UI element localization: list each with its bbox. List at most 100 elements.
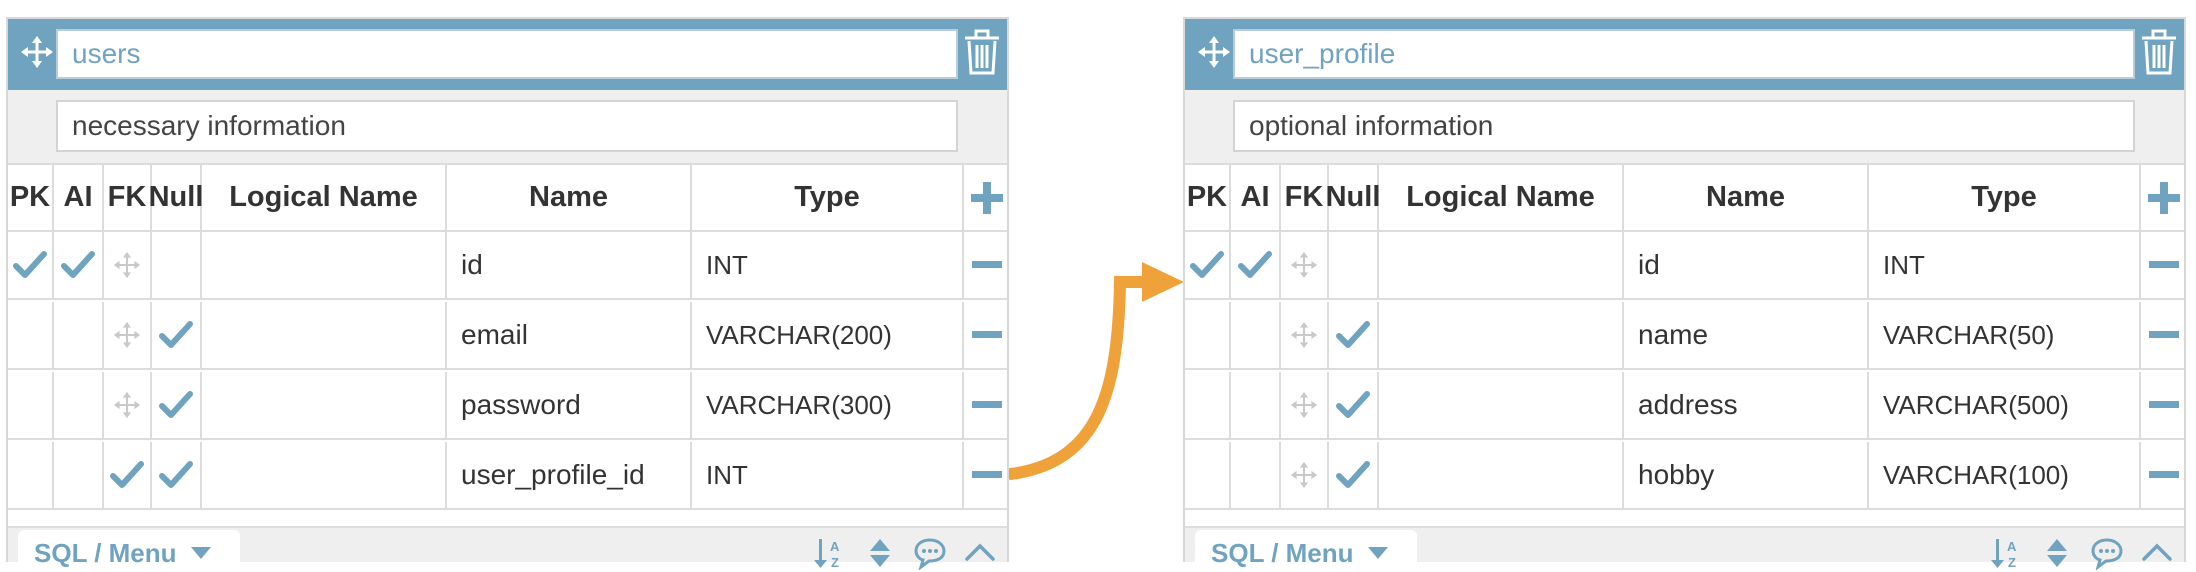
- ai-toggle[interactable]: [54, 372, 104, 438]
- pk-toggle[interactable]: [8, 442, 54, 508]
- fk-toggle[interactable]: [104, 302, 152, 368]
- column-name-cell[interactable]: address: [1624, 372, 1869, 438]
- trash-icon[interactable]: [2140, 29, 2178, 75]
- pk-toggle[interactable]: [1185, 302, 1231, 368]
- move-icon[interactable]: [20, 35, 54, 69]
- trash-icon[interactable]: [963, 29, 1001, 75]
- fk-toggle[interactable]: [104, 232, 152, 298]
- table-card-user-profile[interactable]: PK AI FK Null Logical Name Name Type idI…: [1183, 17, 2186, 572]
- table-name-input[interactable]: [1233, 29, 2135, 79]
- null-toggle[interactable]: [152, 372, 202, 438]
- up-down-icon[interactable]: [863, 536, 897, 570]
- logical-name-cell[interactable]: [202, 232, 447, 298]
- plus-icon[interactable]: [969, 180, 1005, 216]
- null-toggle[interactable]: [1329, 372, 1379, 438]
- fk-toggle[interactable]: [1281, 232, 1329, 298]
- minus-icon[interactable]: [971, 330, 1002, 340]
- ai-toggle[interactable]: [54, 302, 104, 368]
- plus-icon[interactable]: [2146, 180, 2182, 216]
- logical-name-cell[interactable]: [1379, 442, 1624, 508]
- remove-column-cell[interactable]: [2141, 232, 2186, 298]
- minus-icon[interactable]: [971, 470, 1002, 480]
- table-comment-input[interactable]: [56, 100, 958, 152]
- null-toggle[interactable]: [152, 302, 202, 368]
- column-type-cell[interactable]: VARCHAR(500): [1869, 372, 2141, 438]
- ai-toggle[interactable]: [1231, 372, 1281, 438]
- remove-column-cell[interactable]: [964, 302, 1009, 368]
- logical-name-cell[interactable]: [202, 302, 447, 368]
- column-name-cell[interactable]: password: [447, 372, 692, 438]
- remove-column-cell[interactable]: [2141, 302, 2186, 368]
- pk-toggle[interactable]: [8, 232, 54, 298]
- table-comment-input[interactable]: [1233, 100, 2135, 152]
- logical-name-cell[interactable]: [202, 442, 447, 508]
- logical-name-cell[interactable]: [202, 372, 447, 438]
- minus-icon[interactable]: [971, 400, 1002, 410]
- null-toggle[interactable]: [1329, 302, 1379, 368]
- sql-menu-button[interactable]: SQL / Menu: [1195, 530, 1417, 572]
- column-type-cell[interactable]: INT: [692, 232, 964, 298]
- up-down-icon[interactable]: [2040, 536, 2074, 570]
- pk-toggle[interactable]: [1185, 442, 1231, 508]
- pk-toggle[interactable]: [8, 302, 54, 368]
- logical-name-cell[interactable]: [1379, 232, 1624, 298]
- minus-icon[interactable]: [2148, 260, 2179, 270]
- column-name-cell[interactable]: user_profile_id: [447, 442, 692, 508]
- minus-icon[interactable]: [2148, 330, 2179, 340]
- null-toggle[interactable]: [1329, 442, 1379, 508]
- remove-column-cell[interactable]: [964, 372, 1009, 438]
- column-type-cell[interactable]: INT: [1869, 232, 2141, 298]
- minus-icon[interactable]: [2148, 470, 2179, 480]
- move-icon[interactable]: [113, 391, 141, 419]
- remove-column-cell[interactable]: [2141, 442, 2186, 508]
- table-name-input[interactable]: [56, 29, 958, 79]
- minus-icon[interactable]: [2148, 400, 2179, 410]
- column-name-cell[interactable]: id: [1624, 232, 1869, 298]
- sql-menu-button[interactable]: SQL / Menu: [18, 530, 240, 572]
- null-toggle[interactable]: [152, 442, 202, 508]
- fk-toggle[interactable]: [1281, 302, 1329, 368]
- ai-toggle[interactable]: [54, 232, 104, 298]
- remove-column-cell[interactable]: [964, 442, 1009, 508]
- sort-az-icon[interactable]: A Z: [813, 536, 847, 570]
- ai-toggle[interactable]: [54, 442, 104, 508]
- ai-toggle[interactable]: [1231, 232, 1281, 298]
- column-name-cell[interactable]: email: [447, 302, 692, 368]
- chevron-up-icon[interactable]: [2140, 536, 2174, 570]
- column-name-cell[interactable]: hobby: [1624, 442, 1869, 508]
- column-type-cell[interactable]: VARCHAR(100): [1869, 442, 2141, 508]
- fk-toggle[interactable]: [1281, 442, 1329, 508]
- move-icon[interactable]: [1290, 251, 1318, 279]
- column-type-cell[interactable]: INT: [692, 442, 964, 508]
- null-toggle[interactable]: [152, 232, 202, 298]
- comment-icon[interactable]: [2090, 536, 2124, 570]
- move-icon[interactable]: [113, 251, 141, 279]
- fk-toggle[interactable]: [104, 442, 152, 508]
- logical-name-cell[interactable]: [1379, 302, 1624, 368]
- move-icon[interactable]: [1290, 461, 1318, 489]
- remove-column-cell[interactable]: [964, 232, 1009, 298]
- sort-az-icon[interactable]: A Z: [1990, 536, 2024, 570]
- null-toggle[interactable]: [1329, 232, 1379, 298]
- pk-toggle[interactable]: [8, 372, 54, 438]
- column-type-cell[interactable]: VARCHAR(50): [1869, 302, 2141, 368]
- pk-toggle[interactable]: [1185, 232, 1231, 298]
- column-type-cell[interactable]: VARCHAR(300): [692, 372, 964, 438]
- fk-toggle[interactable]: [104, 372, 152, 438]
- move-icon[interactable]: [1290, 391, 1318, 419]
- move-icon[interactable]: [1197, 35, 1231, 69]
- remove-column-cell[interactable]: [2141, 372, 2186, 438]
- chevron-up-icon[interactable]: [963, 536, 997, 570]
- column-type-cell[interactable]: VARCHAR(200): [692, 302, 964, 368]
- ai-toggle[interactable]: [1231, 302, 1281, 368]
- move-icon[interactable]: [1290, 321, 1318, 349]
- fk-toggle[interactable]: [1281, 372, 1329, 438]
